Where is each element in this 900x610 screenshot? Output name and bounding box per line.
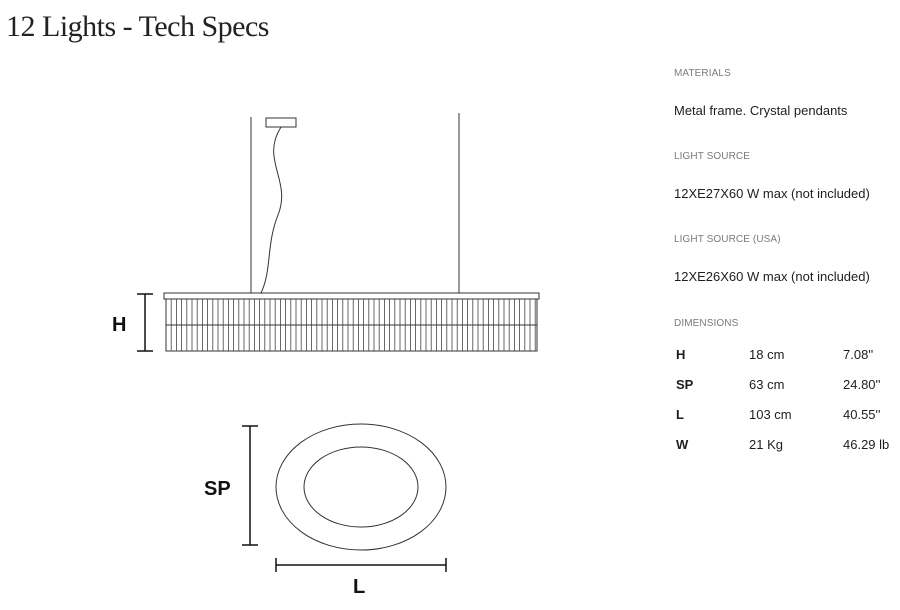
chandelier-top-frame bbox=[163, 292, 540, 300]
dimension-key: SP bbox=[676, 377, 694, 392]
inner-ring bbox=[303, 446, 419, 528]
ceiling-canopy bbox=[265, 117, 297, 128]
dimension-metric: 21 Kg bbox=[749, 437, 783, 452]
power-cord bbox=[260, 126, 283, 294]
dimension-key: H bbox=[676, 347, 686, 362]
light-source-usa-label: LIGHT SOURCE (USA) bbox=[674, 234, 781, 245]
dimension-key: L bbox=[676, 407, 684, 422]
dimension-key: W bbox=[676, 437, 689, 452]
dimension-imperial: 40.55'' bbox=[843, 407, 881, 422]
light-source-label: LIGHT SOURCE bbox=[674, 151, 751, 162]
length-label: L bbox=[353, 576, 365, 598]
dimensions-label: DIMENSIONS bbox=[674, 318, 739, 329]
materials-value: Metal frame. Crystal pendants bbox=[674, 103, 848, 118]
dimension-row-height: H 18 cm 7.08'' bbox=[674, 347, 900, 367]
dimension-metric: 103 cm bbox=[749, 407, 792, 422]
span-label: SP bbox=[204, 478, 231, 500]
dimension-row-span: SP 63 cm 24.80'' bbox=[674, 377, 900, 397]
dimension-metric: 63 cm bbox=[749, 377, 785, 392]
light-source-usa-value: 12XE26X60 W max (not included) bbox=[674, 269, 870, 284]
dimension-imperial: 24.80'' bbox=[843, 377, 881, 392]
dimension-row-length: L 103 cm 40.55'' bbox=[674, 407, 900, 427]
light-source-value: 12XE27X60 W max (not included) bbox=[674, 186, 870, 201]
dimension-imperial: 46.29 lb bbox=[843, 437, 890, 452]
dimension-metric: 18 cm bbox=[749, 347, 785, 362]
chandelier-diagram: H SP L bbox=[112, 113, 540, 598]
page-title: 12 Lights - Tech Specs bbox=[6, 10, 269, 43]
dimension-imperial: 7.08'' bbox=[843, 347, 874, 362]
materials-label: MATERIALS bbox=[674, 68, 731, 79]
height-label: H bbox=[112, 314, 126, 336]
dimension-row-weight: W 21 Kg 46.29 lb bbox=[674, 437, 900, 457]
